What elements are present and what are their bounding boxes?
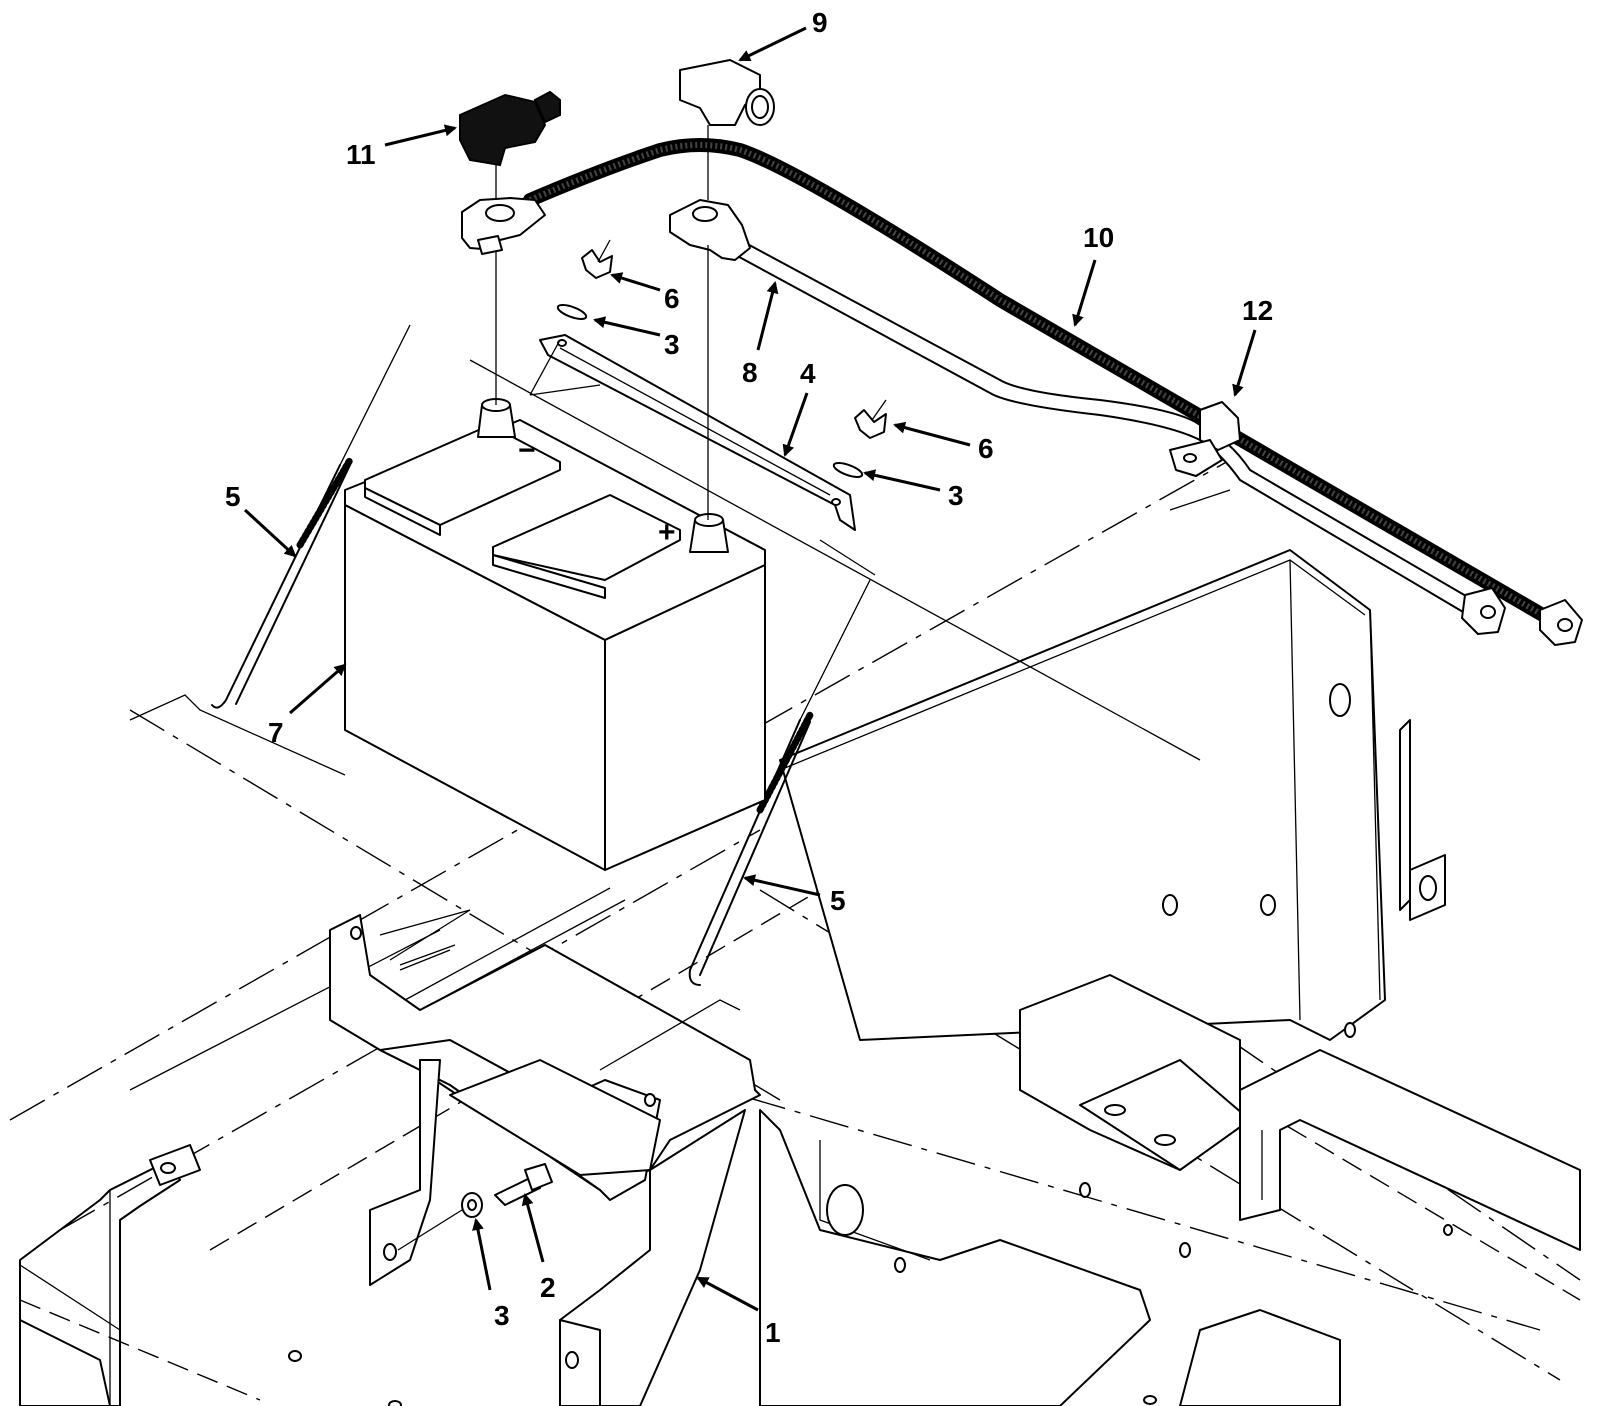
flat-washer-upper-right <box>832 462 864 478</box>
callout-labels: 9 11 10 12 6 3 8 4 6 3 5 7 5 3 2 1 <box>225 7 1273 1348</box>
negative-battery-cable <box>461 138 1583 646</box>
tray-plate <box>129 694 741 1071</box>
positive-terminal-cover <box>679 59 775 200</box>
negative-terminal-mark: − <box>518 434 536 467</box>
callout-6-right: 6 <box>978 433 994 464</box>
callout-12: 12 <box>1242 295 1273 326</box>
engine-housing <box>779 549 1446 1041</box>
mounting-screw <box>494 1163 553 1206</box>
flat-washer-lower <box>461 1192 483 1218</box>
callout-5-left: 5 <box>225 481 241 512</box>
battery-tray-bracket <box>329 887 761 1406</box>
frame-rail-right <box>759 974 1581 1406</box>
callout-1: 1 <box>765 1317 781 1348</box>
callout-4: 4 <box>800 358 816 389</box>
callout-8: 8 <box>742 357 758 388</box>
callout-10: 10 <box>1083 222 1114 253</box>
positive-battery-cable <box>669 199 1506 635</box>
callout-2: 2 <box>540 1272 556 1303</box>
callout-6-upper: 6 <box>664 283 680 314</box>
callout-5-right: 5 <box>830 885 846 916</box>
battery: − + <box>344 359 1201 871</box>
callout-7: 7 <box>268 717 284 748</box>
wing-nut-right <box>854 399 887 439</box>
callout-11: 11 <box>346 139 376 170</box>
negative-terminal-cover <box>459 90 561 200</box>
hold-down-bar <box>529 334 856 531</box>
hold-down-rod-right <box>688 539 876 986</box>
callout-3-upper: 3 <box>664 329 680 360</box>
cable-clip <box>1169 401 1241 477</box>
hold-down-rod-left <box>211 324 411 709</box>
callout-3-right: 3 <box>948 480 964 511</box>
flat-washer-upper-left <box>556 304 588 320</box>
wing-nut-left <box>581 239 613 279</box>
positive-terminal-mark: + <box>658 516 676 549</box>
callout-leaders <box>243 26 1257 1312</box>
callout-3-lower: 3 <box>494 1300 510 1331</box>
callout-9: 9 <box>812 7 828 38</box>
frame-rail-left <box>19 929 441 1406</box>
